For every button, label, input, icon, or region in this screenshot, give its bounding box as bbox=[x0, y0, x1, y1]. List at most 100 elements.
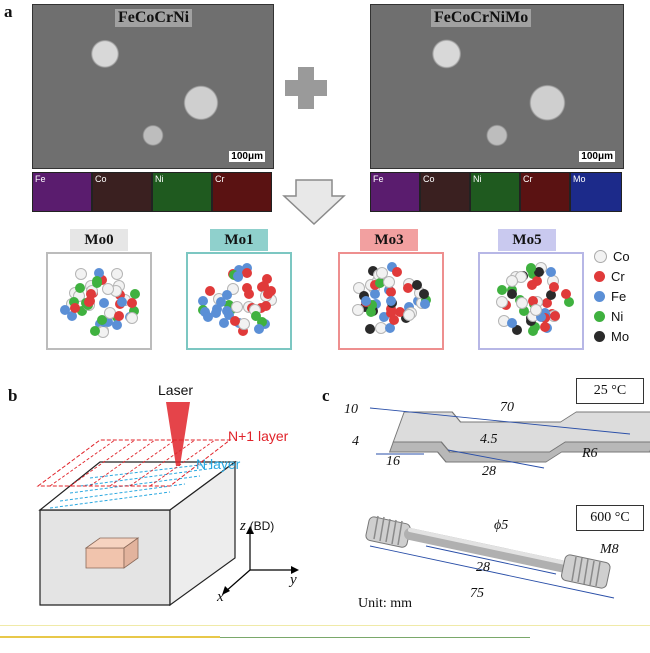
eds-map-ni-left: Ni bbox=[152, 172, 212, 212]
sample-tag-mo3: Mo3 bbox=[360, 229, 418, 251]
atom-fe bbox=[386, 262, 397, 273]
atom-co bbox=[530, 304, 543, 317]
legend-item-mo: Mo bbox=[594, 326, 630, 346]
eds-map-mo-right: Mo bbox=[570, 172, 622, 212]
laser-label: Laser bbox=[158, 382, 194, 398]
atom-mo bbox=[364, 324, 375, 335]
dim-16: 16 bbox=[386, 454, 400, 469]
atom-fe bbox=[234, 265, 245, 276]
atom-fe bbox=[507, 318, 518, 329]
atom-cr bbox=[243, 289, 254, 300]
atom-mo bbox=[358, 290, 369, 301]
atom-box-mo0 bbox=[46, 252, 152, 350]
atom-ni bbox=[89, 326, 100, 337]
sem-title-left: FeCoCrNi bbox=[115, 9, 193, 27]
atom-fe bbox=[419, 299, 430, 310]
atom-fe bbox=[98, 298, 109, 309]
atom-cr bbox=[241, 267, 252, 278]
atom-cr bbox=[230, 316, 241, 327]
atom-ni bbox=[74, 282, 85, 293]
fe-dot-icon bbox=[594, 290, 605, 302]
atom-cr bbox=[391, 267, 402, 278]
panel-a-letter: a bbox=[4, 2, 13, 21]
eds-map-cr-right: Cr bbox=[520, 172, 570, 212]
dim-28-top: 28 bbox=[482, 464, 496, 479]
atom-co bbox=[110, 267, 123, 280]
lpbf-schematic bbox=[36, 402, 299, 607]
atom-cr bbox=[388, 315, 399, 326]
legend-item-fe: Fe bbox=[594, 286, 630, 306]
atom-mo bbox=[412, 279, 423, 290]
atom-co bbox=[375, 266, 388, 279]
atom-cr bbox=[386, 286, 397, 297]
atom-fe bbox=[197, 296, 208, 307]
atom-cr bbox=[258, 281, 269, 292]
atom-ni bbox=[365, 307, 376, 318]
atom-mo bbox=[533, 267, 544, 278]
down-arrow-icon bbox=[282, 179, 346, 226]
atom-box-mo3 bbox=[338, 252, 444, 350]
atom-cr bbox=[549, 282, 560, 293]
temp-box-600c: 600 °C bbox=[576, 505, 644, 531]
sem-image-fecocrni: FeCoCrNi 100μm bbox=[32, 4, 274, 169]
atom-cr bbox=[205, 286, 216, 297]
atom-fe bbox=[215, 296, 226, 307]
atom-cr bbox=[403, 282, 414, 293]
atom-fe bbox=[210, 308, 221, 319]
atom-ni bbox=[129, 289, 140, 300]
eds-map-co-left: Co bbox=[92, 172, 152, 212]
mo-dot-icon bbox=[594, 330, 605, 342]
atom-cr bbox=[561, 289, 572, 300]
atom-co bbox=[495, 295, 508, 308]
sem-title-right: FeCoCrNiMo bbox=[431, 9, 532, 27]
atom-co bbox=[516, 296, 529, 309]
accent-line-gold bbox=[0, 636, 220, 638]
atom-fe bbox=[202, 312, 213, 323]
atom-fe bbox=[360, 296, 371, 307]
ni-dot-icon bbox=[594, 310, 605, 322]
atom-cr bbox=[386, 308, 397, 319]
atom-cr bbox=[255, 302, 266, 313]
scale-bar-right: 100μm bbox=[579, 151, 615, 162]
eds-map-co-right: Co bbox=[420, 172, 470, 212]
atom-fe bbox=[219, 318, 230, 329]
legend-item-co: Co bbox=[594, 246, 630, 266]
atom-box-mo5 bbox=[478, 252, 584, 350]
atom-co bbox=[382, 276, 395, 289]
atom-cr bbox=[527, 295, 538, 306]
atom-co bbox=[230, 301, 243, 314]
atom-mo bbox=[512, 325, 523, 336]
layer-n1-label: N+1 layer bbox=[228, 428, 289, 444]
accent-line-green bbox=[220, 637, 530, 638]
panel-c-letter: c bbox=[322, 386, 330, 405]
atom-ni bbox=[129, 306, 140, 317]
co-dot-icon bbox=[594, 249, 607, 263]
atom-co bbox=[402, 309, 415, 322]
dim-4: 4 bbox=[352, 434, 359, 449]
sample-tag-mo0: Mo0 bbox=[70, 229, 128, 251]
atom-fe bbox=[370, 289, 380, 300]
axis-y-label: y bbox=[290, 572, 297, 588]
dim-70: 70 bbox=[500, 400, 514, 415]
atom-cr bbox=[114, 311, 125, 322]
atom-cr bbox=[261, 300, 272, 311]
dim-75: 75 bbox=[470, 586, 484, 601]
layer-n-label: N layer bbox=[196, 456, 241, 472]
axis-x-label: x bbox=[217, 589, 224, 605]
atom-co bbox=[505, 274, 518, 287]
atom-ni bbox=[96, 314, 107, 325]
atom-cr bbox=[70, 303, 80, 314]
atom-cr bbox=[532, 276, 543, 287]
atom-fe bbox=[253, 324, 264, 335]
atom-cr bbox=[370, 280, 381, 291]
atom-fe bbox=[385, 296, 396, 307]
dim-10: 10 bbox=[344, 402, 358, 417]
atom-ni bbox=[375, 277, 386, 288]
atom-ni bbox=[92, 275, 103, 286]
dim-28-bottom: 28 bbox=[476, 560, 490, 575]
atom-fe bbox=[59, 304, 70, 315]
sem-image-fecocrnimo: FeCoCrNiMo 100μm bbox=[370, 4, 624, 169]
legend-item-cr: Cr bbox=[594, 266, 630, 286]
atom-fe bbox=[222, 289, 233, 300]
atom-fe bbox=[200, 307, 211, 318]
